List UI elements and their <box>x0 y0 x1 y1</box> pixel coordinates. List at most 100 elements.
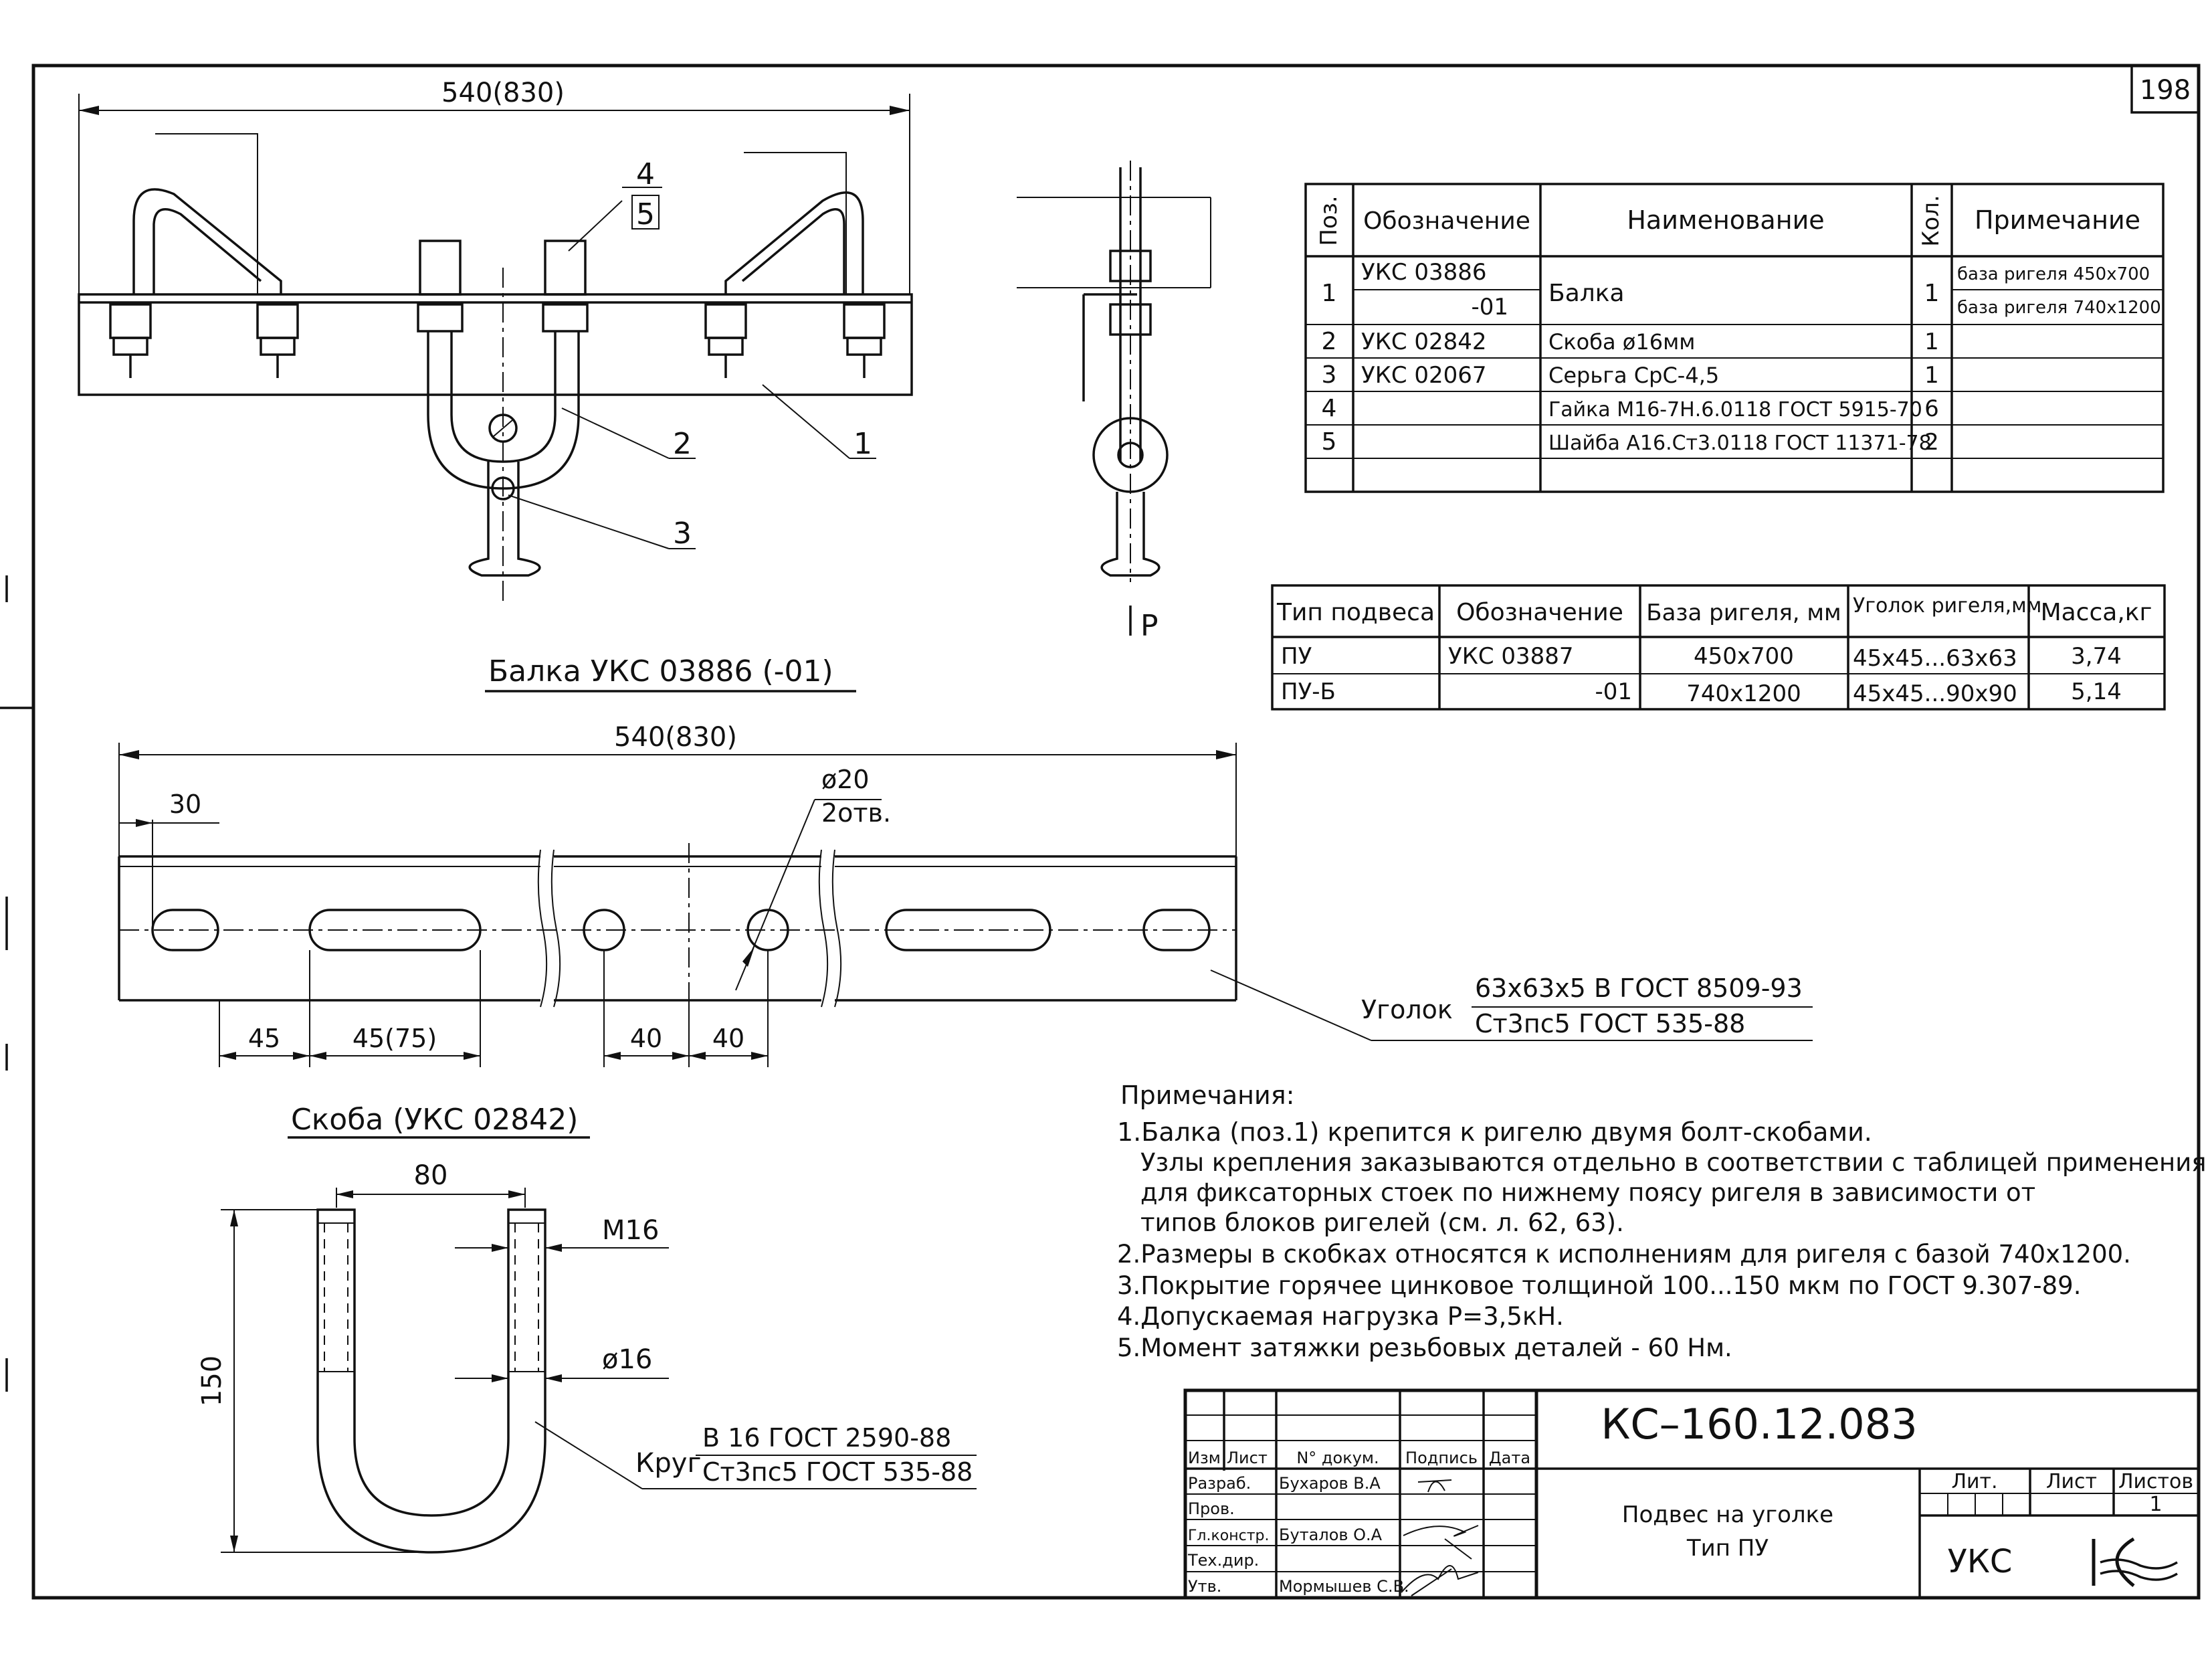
spec-row-name: Скоба ø16мм <box>1548 329 1695 355</box>
assembly-front-view: 540(830) <box>78 78 913 602</box>
type-cell: 450х700 <box>1694 643 1794 670</box>
thread-size: М16 <box>602 1215 659 1246</box>
type-cell: 3,74 <box>2071 643 2122 670</box>
type-header: Уголок ригеля,мм <box>1853 594 2041 618</box>
spec-row-code: -01 <box>1471 294 1508 320</box>
type-header: Тип подвеса <box>1276 599 1435 626</box>
spec-row-qty: 6 <box>1924 395 1939 422</box>
note-line: 1.Балка (поз.1) крепится к ригелю двумя … <box>1117 1117 1872 1147</box>
spec-row-pos: 4 <box>1322 395 1337 422</box>
bracket-material-2: Ст3пс5 ГОСТ 535-88 <box>702 1457 973 1487</box>
bracket-detail: 80 150 М16 ø16 Круг В 16 ГОСТ <box>197 1160 977 1554</box>
type-cell: 5,14 <box>2071 678 2122 705</box>
tb-col-list: Лист <box>1227 1449 1268 1467</box>
type-cell: ПУ <box>1281 643 1312 670</box>
callout-4: 4 <box>636 157 655 191</box>
type-cell: 45х45...90х90 <box>1853 680 2017 707</box>
tb-name: Бухаров В.А <box>1279 1474 1381 1493</box>
bracket-height-dimension: 150 <box>197 1356 227 1406</box>
spec-header-code: Обозначение <box>1363 207 1530 235</box>
beam-detail: 540(830) 30 ø20 2отв. <box>118 722 1813 1067</box>
tb-col-sign: Подпись <box>1405 1449 1478 1467</box>
type-cell: 45х45...63х63 <box>1853 645 2017 672</box>
beam-material-1: 63х63х5 В ГОСТ 8509-93 <box>1475 974 1803 1003</box>
beam-title: Балка УКС 03886 (-01) <box>488 654 833 688</box>
spec-row-pos: 5 <box>1322 428 1337 456</box>
note-line: 2.Размеры в скобках относятся к исполнен… <box>1117 1240 2131 1269</box>
specification-table: Поз. Обозначение Наименование Кол. Приме… <box>1304 183 2165 493</box>
callout-3: 3 <box>673 517 692 551</box>
sheets-header: Листов <box>2118 1470 2193 1493</box>
bracket-width-dimension: 80 <box>414 1160 448 1191</box>
type-cell: 740х1200 <box>1686 680 1801 707</box>
beam-material-prefix: Уголок <box>1361 995 1453 1024</box>
lit-header: Лит. <box>1951 1470 1997 1493</box>
notes-block: Примечания: 1.Балка (поз.1) крепится к р… <box>1117 1081 2207 1362</box>
tb-name: Буталов О.А <box>1279 1526 1383 1544</box>
title-block: Изм Лист N° докум. Подпись Дата Разраб. … <box>1183 1388 2201 1600</box>
spec-row-code: УКС 03886 <box>1361 259 1487 286</box>
spec-row-qty: 2 <box>1924 429 1939 456</box>
organization-name: УКС <box>1948 1543 2013 1580</box>
spec-row-qty: 1 <box>1924 280 1940 307</box>
note-line: 3.Покрытие горячее цинковое толщиной 100… <box>1117 1271 2081 1300</box>
bracket-material-1: В 16 ГОСТ 2590-88 <box>702 1423 951 1453</box>
callout-2: 2 <box>673 427 692 461</box>
sheets-value: 1 <box>2149 1493 2162 1516</box>
spec-row-name: Шайба А16.Ст3.0118 ГОСТ 11371-78 <box>1548 432 1932 455</box>
beam-material-2: Ст3пс5 ГОСТ 535-88 <box>1475 1009 1745 1038</box>
type-table: Тип подвеса Обозначение База ригеля, мм … <box>1271 584 2166 711</box>
bracket-material-prefix: Круг <box>635 1448 701 1479</box>
beam-dimension-45-75: 45(75) <box>353 1024 437 1053</box>
spec-header-note: Примечание <box>1975 205 2140 235</box>
spec-row-name: Балка <box>1548 280 1625 307</box>
tb-role: Утв. <box>1188 1577 1221 1596</box>
tb-col-date: Дата <box>1489 1449 1530 1467</box>
spec-row-note: база ригеля 740х1200 <box>1957 298 2161 318</box>
assembly-side-view: P <box>1017 161 1211 643</box>
type-cell: -01 <box>1595 678 1632 705</box>
note-line: 5.Момент затяжки резьбовых деталей - 60 … <box>1117 1333 1732 1362</box>
hole-count: 2отв. <box>821 798 891 828</box>
spec-row-name: Серьга СрС-4,5 <box>1548 363 1719 388</box>
hole-diameter: ø20 <box>821 765 870 794</box>
spec-header-name: Наименование <box>1627 205 1824 235</box>
drawing-frame <box>31 64 2201 1600</box>
signature <box>1417 1479 1452 1493</box>
beam-dimension-40: 40 <box>630 1024 662 1053</box>
tb-role: Пров. <box>1188 1499 1235 1518</box>
drawing-name-1: Подвес на уголке <box>1622 1501 1833 1528</box>
spec-row-code: УКС 02842 <box>1361 329 1487 355</box>
sheet-number-box <box>2130 64 2200 114</box>
spec-header-qty: Кол. <box>1918 195 1944 246</box>
note-line: типов блоков ригелей (см. л. 62, 63). <box>1140 1208 1624 1237</box>
sheet-header: Лист <box>2046 1470 2097 1493</box>
callout-1: 1 <box>853 427 872 461</box>
spec-row-name: Гайка М16-7Н.6.0118 ГОСТ 5915-70 <box>1548 398 1922 422</box>
tb-role: Разраб. <box>1188 1474 1251 1493</box>
tb-role: Тех.дир. <box>1187 1551 1259 1570</box>
spec-row-pos: 3 <box>1322 361 1337 389</box>
note-line: Узлы крепления заказываются отдельно в с… <box>1140 1148 2207 1177</box>
note-line: 4.Допускаемая нагрузка Р=3,5кН. <box>1117 1302 1564 1331</box>
tb-role: Гл.констр. <box>1188 1528 1269 1544</box>
signature <box>1401 1565 1479 1596</box>
load-label: P <box>1140 609 1159 643</box>
beam-dimension-40b: 40 <box>712 1024 744 1053</box>
type-cell: УКС 03887 <box>1448 643 1574 670</box>
spec-row-pos: 1 <box>1322 280 1337 307</box>
sheet-number: 198 <box>2140 75 2191 106</box>
organization-logo <box>2092 1537 2178 1587</box>
note-line: для фиксаторных стоек по нижнему поясу р… <box>1140 1178 2035 1207</box>
assembly-overall-dimension: 540(830) <box>441 78 565 108</box>
tb-name: Мормышев С.В. <box>1279 1577 1409 1596</box>
tb-col-izm: Изм <box>1188 1449 1221 1467</box>
spec-header-pos: Поз. <box>1316 195 1342 246</box>
spec-row-qty: 1 <box>1924 362 1939 389</box>
type-header: База ригеля, мм <box>1646 600 1841 626</box>
notes-title: Примечания: <box>1120 1081 1294 1110</box>
spec-row-pos: 2 <box>1322 328 1337 355</box>
document-code: КС–160.12.083 <box>1601 1400 1917 1449</box>
bar-diameter: ø16 <box>602 1344 652 1375</box>
